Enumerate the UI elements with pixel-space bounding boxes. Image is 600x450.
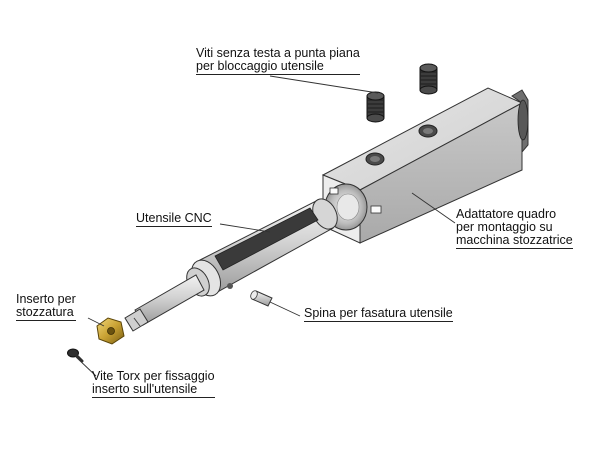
label-insert: Inserto per stozzatura [16, 292, 76, 321]
leader-insert [87, 317, 105, 327]
leader-pin [269, 301, 301, 317]
leader-lines [75, 75, 456, 377]
label-set-screws: Viti senza testa a punta piana per blocc… [196, 46, 360, 75]
leader-torx [75, 356, 97, 377]
set-screw-left [366, 91, 385, 123]
slotting-insert [96, 317, 125, 345]
label-square-adapter: Adattatore quadro per montaggio su macch… [456, 207, 573, 249]
label-torx-screw: Vite Torx per fissaggio inserto sull'ute… [92, 369, 215, 398]
cnc-tool [124, 198, 338, 332]
leader-cnc-tool [219, 223, 271, 233]
torx-screw [67, 348, 84, 363]
leader-adapter [411, 192, 456, 224]
label-cnc-tool: Utensile CNC [136, 211, 212, 227]
phasing-pin [250, 290, 273, 307]
label-pin: Spina per fasatura utensile [304, 306, 453, 322]
set-screw-right [419, 63, 438, 95]
leader-set-screws [269, 75, 379, 94]
